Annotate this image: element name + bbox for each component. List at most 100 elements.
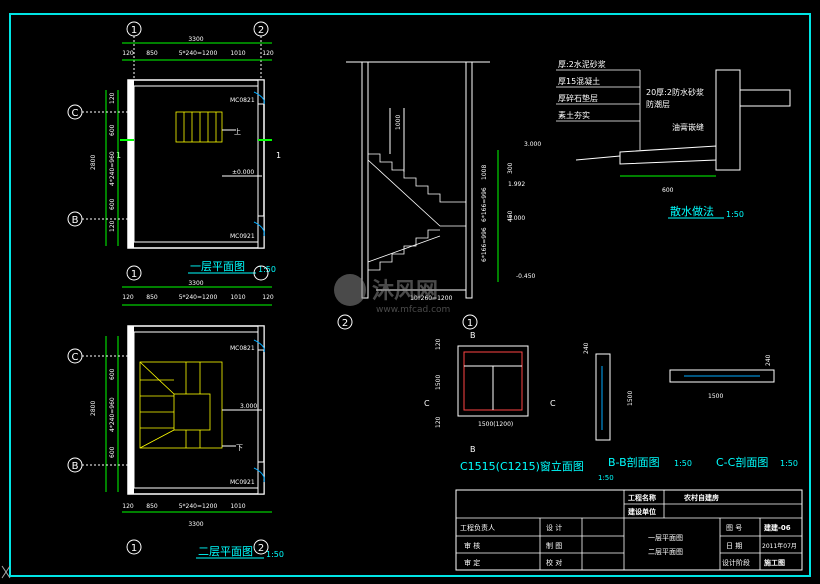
svg-text:B: B [72, 461, 79, 472]
sheet-border [9, 13, 811, 577]
section-cc-title: C-C剖面图 [716, 455, 768, 469]
plan-2-scale: 1:50 [266, 550, 284, 559]
dim-right: 1010 [230, 50, 245, 57]
apron-layer-4: 素土夯实 [558, 110, 590, 120]
section-mark-label: 1 [116, 151, 121, 160]
svg-text:1:50: 1:50 [780, 459, 798, 468]
svg-text:120: 120 [122, 503, 134, 510]
apron-layer-3: 厚碎石垫层 [558, 93, 598, 103]
apron-layer-2: 厚15混凝土 [558, 76, 600, 86]
svg-text:2800: 2800 [90, 401, 97, 416]
floor-level-label: ±0.000 [232, 169, 254, 176]
svg-text:120: 120 [262, 50, 274, 57]
svg-text:600: 600 [109, 368, 116, 380]
section-bottom-dim: 10*260=1200 [410, 295, 453, 302]
window-title: C1515(C1215)窗立面图 [460, 459, 584, 473]
svg-text:600: 600 [109, 124, 116, 136]
svg-text:600: 600 [109, 198, 116, 210]
svg-text:6*166=996: 6*166=996 [481, 227, 488, 262]
axis-2-label: 2 [258, 25, 264, 36]
level-1992: 1.992 [508, 181, 525, 188]
svg-text:240: 240 [583, 342, 590, 354]
stair-down-label: 下 [236, 444, 243, 452]
svg-text:450: 450 [507, 210, 514, 222]
stair-section: 1000 10*260=1200 1008 6*166=996 6*166=99… [337, 61, 541, 330]
svg-text:1:50: 1:50 [598, 474, 614, 482]
section-cc: 1500 240 C-C剖面图 1:50 [669, 354, 798, 469]
apron-width: 600 [662, 187, 674, 194]
svg-text:240: 240 [765, 354, 772, 366]
drawing-number: 建建-06 [764, 523, 791, 532]
svg-text:C: C [424, 399, 430, 408]
svg-text:1: 1 [131, 269, 137, 280]
axis-b-label: B [72, 215, 79, 226]
svg-text:建设单位: 建设单位 [628, 507, 656, 516]
svg-text:审 核: 审 核 [464, 541, 480, 550]
dim-total: 3300 [188, 36, 203, 43]
apron-detail: 厚:2水泥砂浆 厚15混凝土 厚碎石垫层 素土夯实 20厚:2防水砂浆 防潮层 … [556, 59, 791, 219]
dim-left: 850 [146, 50, 158, 57]
project-name: 农村自建房 [683, 493, 719, 502]
svg-text:工程名称: 工程名称 [628, 493, 656, 502]
svg-text:3300: 3300 [188, 280, 203, 287]
drawing-name-1: 一层平面图 [648, 534, 683, 542]
svg-text:6*166=996: 6*166=996 [481, 187, 488, 222]
svg-text:C: C [72, 352, 79, 363]
level-minus: -0.450 [516, 273, 536, 280]
svg-text:4*240=960: 4*240=960 [109, 397, 116, 432]
svg-text:850: 850 [146, 503, 158, 510]
axis-c-label: C [72, 108, 79, 119]
window-width: 1500(1200) [478, 421, 513, 428]
drawing-name-2: 二层平面图 [648, 548, 683, 556]
window-tag-top: MC0821 [230, 97, 255, 104]
svg-text:图 号: 图 号 [726, 524, 742, 532]
svg-text:设 计: 设 计 [546, 523, 562, 532]
dim-120: 120 [122, 50, 134, 57]
svg-text:1500: 1500 [627, 391, 634, 406]
svg-text:工程负责人: 工程负责人 [460, 523, 495, 532]
axis-1-label: 1 [131, 25, 137, 36]
svg-text:1008: 1008 [481, 165, 488, 180]
svg-text:2: 2 [258, 543, 264, 554]
svg-text:120: 120 [435, 338, 442, 350]
svg-text:制 图: 制 图 [546, 541, 562, 550]
svg-text:3300: 3300 [188, 521, 203, 528]
level-3000: 3.000 [524, 141, 541, 148]
svg-text:120: 120 [122, 294, 134, 301]
svg-text:120: 120 [262, 294, 274, 301]
drawing-date: 2011年07月 [762, 542, 797, 550]
svg-text:120: 120 [109, 220, 116, 232]
stair-up-label: 上 [234, 127, 241, 136]
svg-text:1:50: 1:50 [674, 459, 692, 468]
svg-text:油膏嵌缝: 油膏嵌缝 [672, 122, 704, 132]
svg-text:1010: 1010 [230, 503, 245, 510]
svg-text:设计阶段: 设计阶段 [722, 558, 750, 567]
window-elevation: B B C C 1500 1500(1200) 120 120 C1515(C1… [424, 331, 614, 482]
svg-text:300: 300 [507, 162, 514, 174]
svg-text:校 对: 校 对 [546, 558, 562, 567]
plan-1-title: 一层平面图 [190, 260, 245, 273]
svg-text:4*240=960: 4*240=960 [109, 151, 116, 186]
watermark-logo: 沐风网 www.mfcad.com [334, 274, 450, 315]
svg-text:MC0921: MC0921 [230, 479, 255, 486]
plan-1: 1 2 3300 120 850 5*240=1200 1010 120 上 1 [67, 21, 281, 274]
apron-title: 散水做法 [670, 204, 714, 218]
window-height: 1500 [435, 375, 442, 390]
watermark-brand: 沐风网 [372, 279, 438, 304]
svg-text:1: 1 [131, 543, 137, 554]
svg-text:850: 850 [146, 294, 158, 301]
svg-text:120: 120 [435, 416, 442, 428]
svg-text:5*240=1200: 5*240=1200 [179, 503, 218, 510]
section-bb-title: B-B剖面图 [608, 455, 660, 469]
title-block: 工程名称 农村自建房 建设单位 工程负责人 设 计 审 核 制 图 审 定 校 … [455, 489, 803, 571]
svg-text:120: 120 [109, 92, 116, 104]
design-stage: 施工图 [764, 558, 785, 567]
svg-text:C: C [550, 399, 556, 408]
svg-text:5*240=1200: 5*240=1200 [179, 294, 218, 301]
svg-text:600: 600 [109, 446, 116, 458]
svg-text:防潮层: 防潮层 [646, 99, 670, 109]
watermark-url: www.mfcad.com [376, 305, 450, 315]
svg-text:3.000: 3.000 [508, 215, 525, 222]
